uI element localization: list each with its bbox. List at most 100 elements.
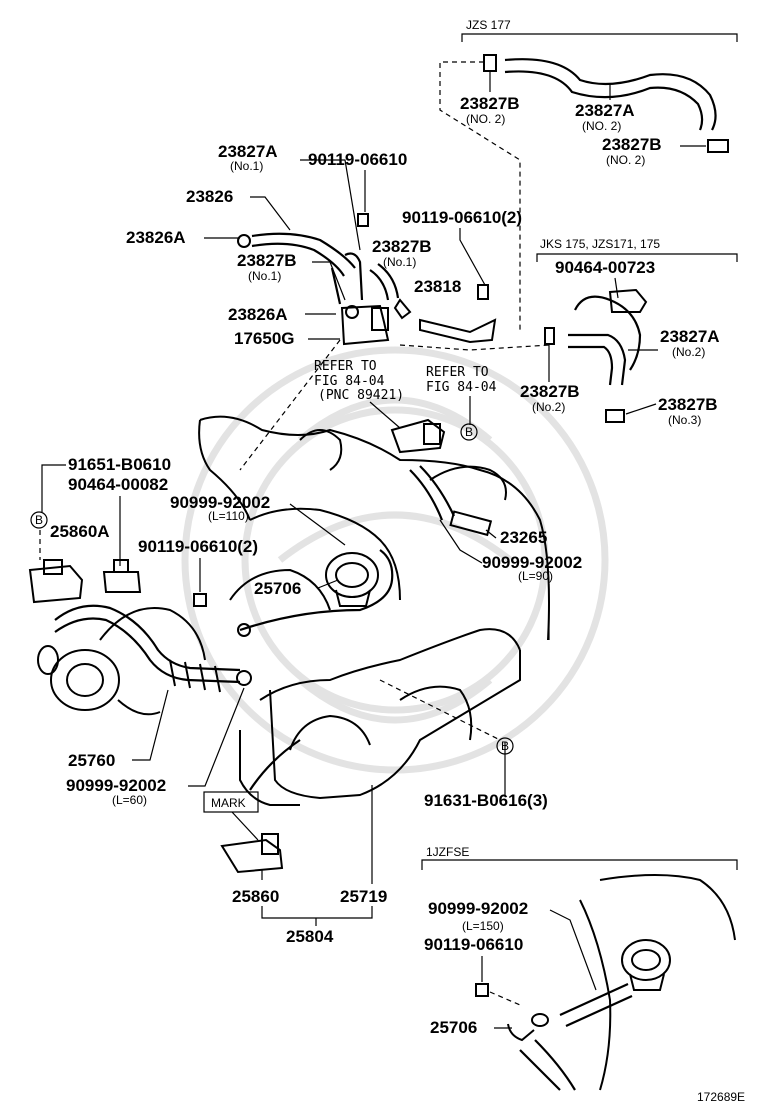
leader (188, 687, 245, 787)
hose-23827a-no2-mid (544, 288, 648, 423)
dashed-leader-6 (489, 991, 521, 1006)
label-23265: 23265 (500, 528, 547, 547)
turbo-housing (37, 607, 206, 716)
label-23826: 23826 (186, 187, 233, 206)
label-90464-00723: 90464-00723 (555, 258, 655, 277)
label-90999-92002-l150-sub: (L=150) (462, 919, 504, 933)
label-23827a-no2-top: 23827A (575, 101, 635, 120)
label-23826a-2: 23826A (228, 305, 288, 324)
callout-b-1: B (460, 423, 478, 441)
group-bracket-jzfse: 1JZFSE (421, 845, 738, 870)
label-ref2-line1: REFER TO (426, 365, 489, 380)
label-ref1-line2: FIG 84-04 (314, 374, 385, 389)
label-25860: 25860 (232, 887, 279, 906)
vsv-25860 (220, 739, 301, 874)
leader (300, 159, 361, 251)
label-23827b-no1-a: 23827B (372, 237, 432, 256)
label-23827b-no1-a-sub: (No.1) (383, 255, 416, 269)
label-23827a-no2-mid-sub: (No.2) (672, 345, 705, 359)
label-90999-92002-l60: 90999-92002 (66, 776, 166, 795)
hose-23827a-no2-top (483, 54, 729, 153)
callout-b-letter: B (465, 425, 473, 439)
group-label-jzs177: JZS 177 (466, 18, 511, 32)
label-25860a: 25860A (50, 522, 110, 541)
label-ref1-line3: (PNC 89421) (318, 388, 404, 403)
label-25706-bottom: 25706 (430, 1018, 477, 1037)
label-90119-06610-bottom: 90119-06610 (424, 935, 523, 954)
dashed-leader-1 (439, 61, 521, 330)
callout-b-letter: B (35, 513, 43, 527)
sensor-89421 (390, 418, 446, 454)
label-25760: 25760 (68, 751, 115, 770)
group-label-jzfse: 1JZFSE (426, 845, 469, 859)
leader (250, 196, 291, 231)
label-91651-b0610: 91651-B0610 (68, 455, 171, 474)
dashed-leader-2 (239, 339, 341, 471)
label-90999-92002-l60-sub: (L=60) (112, 793, 147, 807)
label-23827b-no2-top-sub: (NO. 2) (466, 112, 505, 126)
sensor-23265 (409, 465, 493, 537)
label-90999-92002-l90-sub: (L=90) (518, 569, 553, 583)
label-23827b-no2-right: 23827B (602, 135, 662, 154)
leader (312, 261, 346, 301)
label-23826a-1: 23826A (126, 228, 186, 247)
hose-23826 (237, 213, 400, 305)
label-90119-06610-a: 90119-06610 (308, 150, 407, 169)
callout-b-2: B (30, 511, 48, 529)
callout-b-letter: B (501, 739, 509, 753)
label-90999-92002-l150: 90999-92002 (428, 899, 528, 918)
hose-25760 (54, 604, 252, 693)
label-ref2-line2: FIG 84-04 (426, 380, 497, 395)
group-bracket-jks175: JKS 175, JZS171, 175 (536, 237, 738, 262)
callout-b-3: B (496, 737, 514, 755)
label-23827b-no3-sub: (No.3) (668, 413, 701, 427)
label-23827a-no1-sub: (No.1) (230, 159, 263, 173)
label-90119-06610-2-mid: 90119-06610(2) (138, 537, 258, 556)
label-90999-92002-l90: 90999-92002 (482, 553, 582, 572)
label-25719: 25719 (340, 887, 387, 906)
drawing-number: 172689E (697, 1090, 745, 1104)
leader (459, 228, 486, 286)
engine-block (198, 415, 550, 806)
label-23827b-no3: 23827B (658, 395, 718, 414)
leader (317, 579, 339, 589)
label-23827b-no2-right-sub: (NO. 2) (606, 153, 645, 167)
label-23827b-no2-mid-sub: (No.2) (532, 400, 565, 414)
watermark-logo (181, 346, 609, 774)
bracket-23818 (393, 284, 497, 344)
label-90119-06610-2-top: 90119-06610(2) (402, 208, 522, 227)
engine-inset (519, 874, 736, 1091)
label-23818: 23818 (414, 277, 461, 296)
label-23827a-no1: 23827A (218, 142, 278, 161)
label-91631-b0616: 91631-B0616(3) (424, 791, 548, 810)
label-ref1-line1: REFER TO (314, 359, 377, 374)
bolt-90119 (193, 593, 207, 607)
hose-90999-l150 (507, 982, 633, 1042)
assembly-bracket (261, 906, 373, 926)
leader (439, 519, 483, 564)
group-bracket-jzs177: JZS 177 (461, 18, 738, 42)
label-23827b-no2-mid: 23827B (520, 382, 580, 401)
label-23827a-no2-mid: 23827A (660, 327, 720, 346)
group-label-jks175: JKS 175, JZS171, 175 (540, 237, 660, 251)
clamp-90464-00082 (102, 559, 142, 593)
leader (369, 401, 401, 429)
label-90999-92002-l110: 90999-92002 (170, 493, 270, 512)
label-90464-00082: 90464-00082 (68, 475, 168, 494)
label-23827b-no1-b: 23827B (237, 251, 297, 270)
label-17650g: 17650G (234, 329, 295, 348)
label-23827b-no2-top: 23827B (460, 94, 520, 113)
vsv-25860a (28, 559, 84, 604)
leader (549, 909, 597, 991)
leader (614, 277, 619, 299)
label-25706: 25706 (254, 579, 301, 598)
vsv-17650g (340, 304, 390, 346)
leader (132, 689, 169, 761)
label-23827a-no2-top-sub: (NO. 2) (582, 119, 621, 133)
mark-box (203, 791, 259, 813)
bolt-90119-bottom (475, 983, 489, 997)
leader (231, 811, 259, 841)
leader (485, 529, 497, 539)
label-25804: 25804 (286, 927, 334, 946)
